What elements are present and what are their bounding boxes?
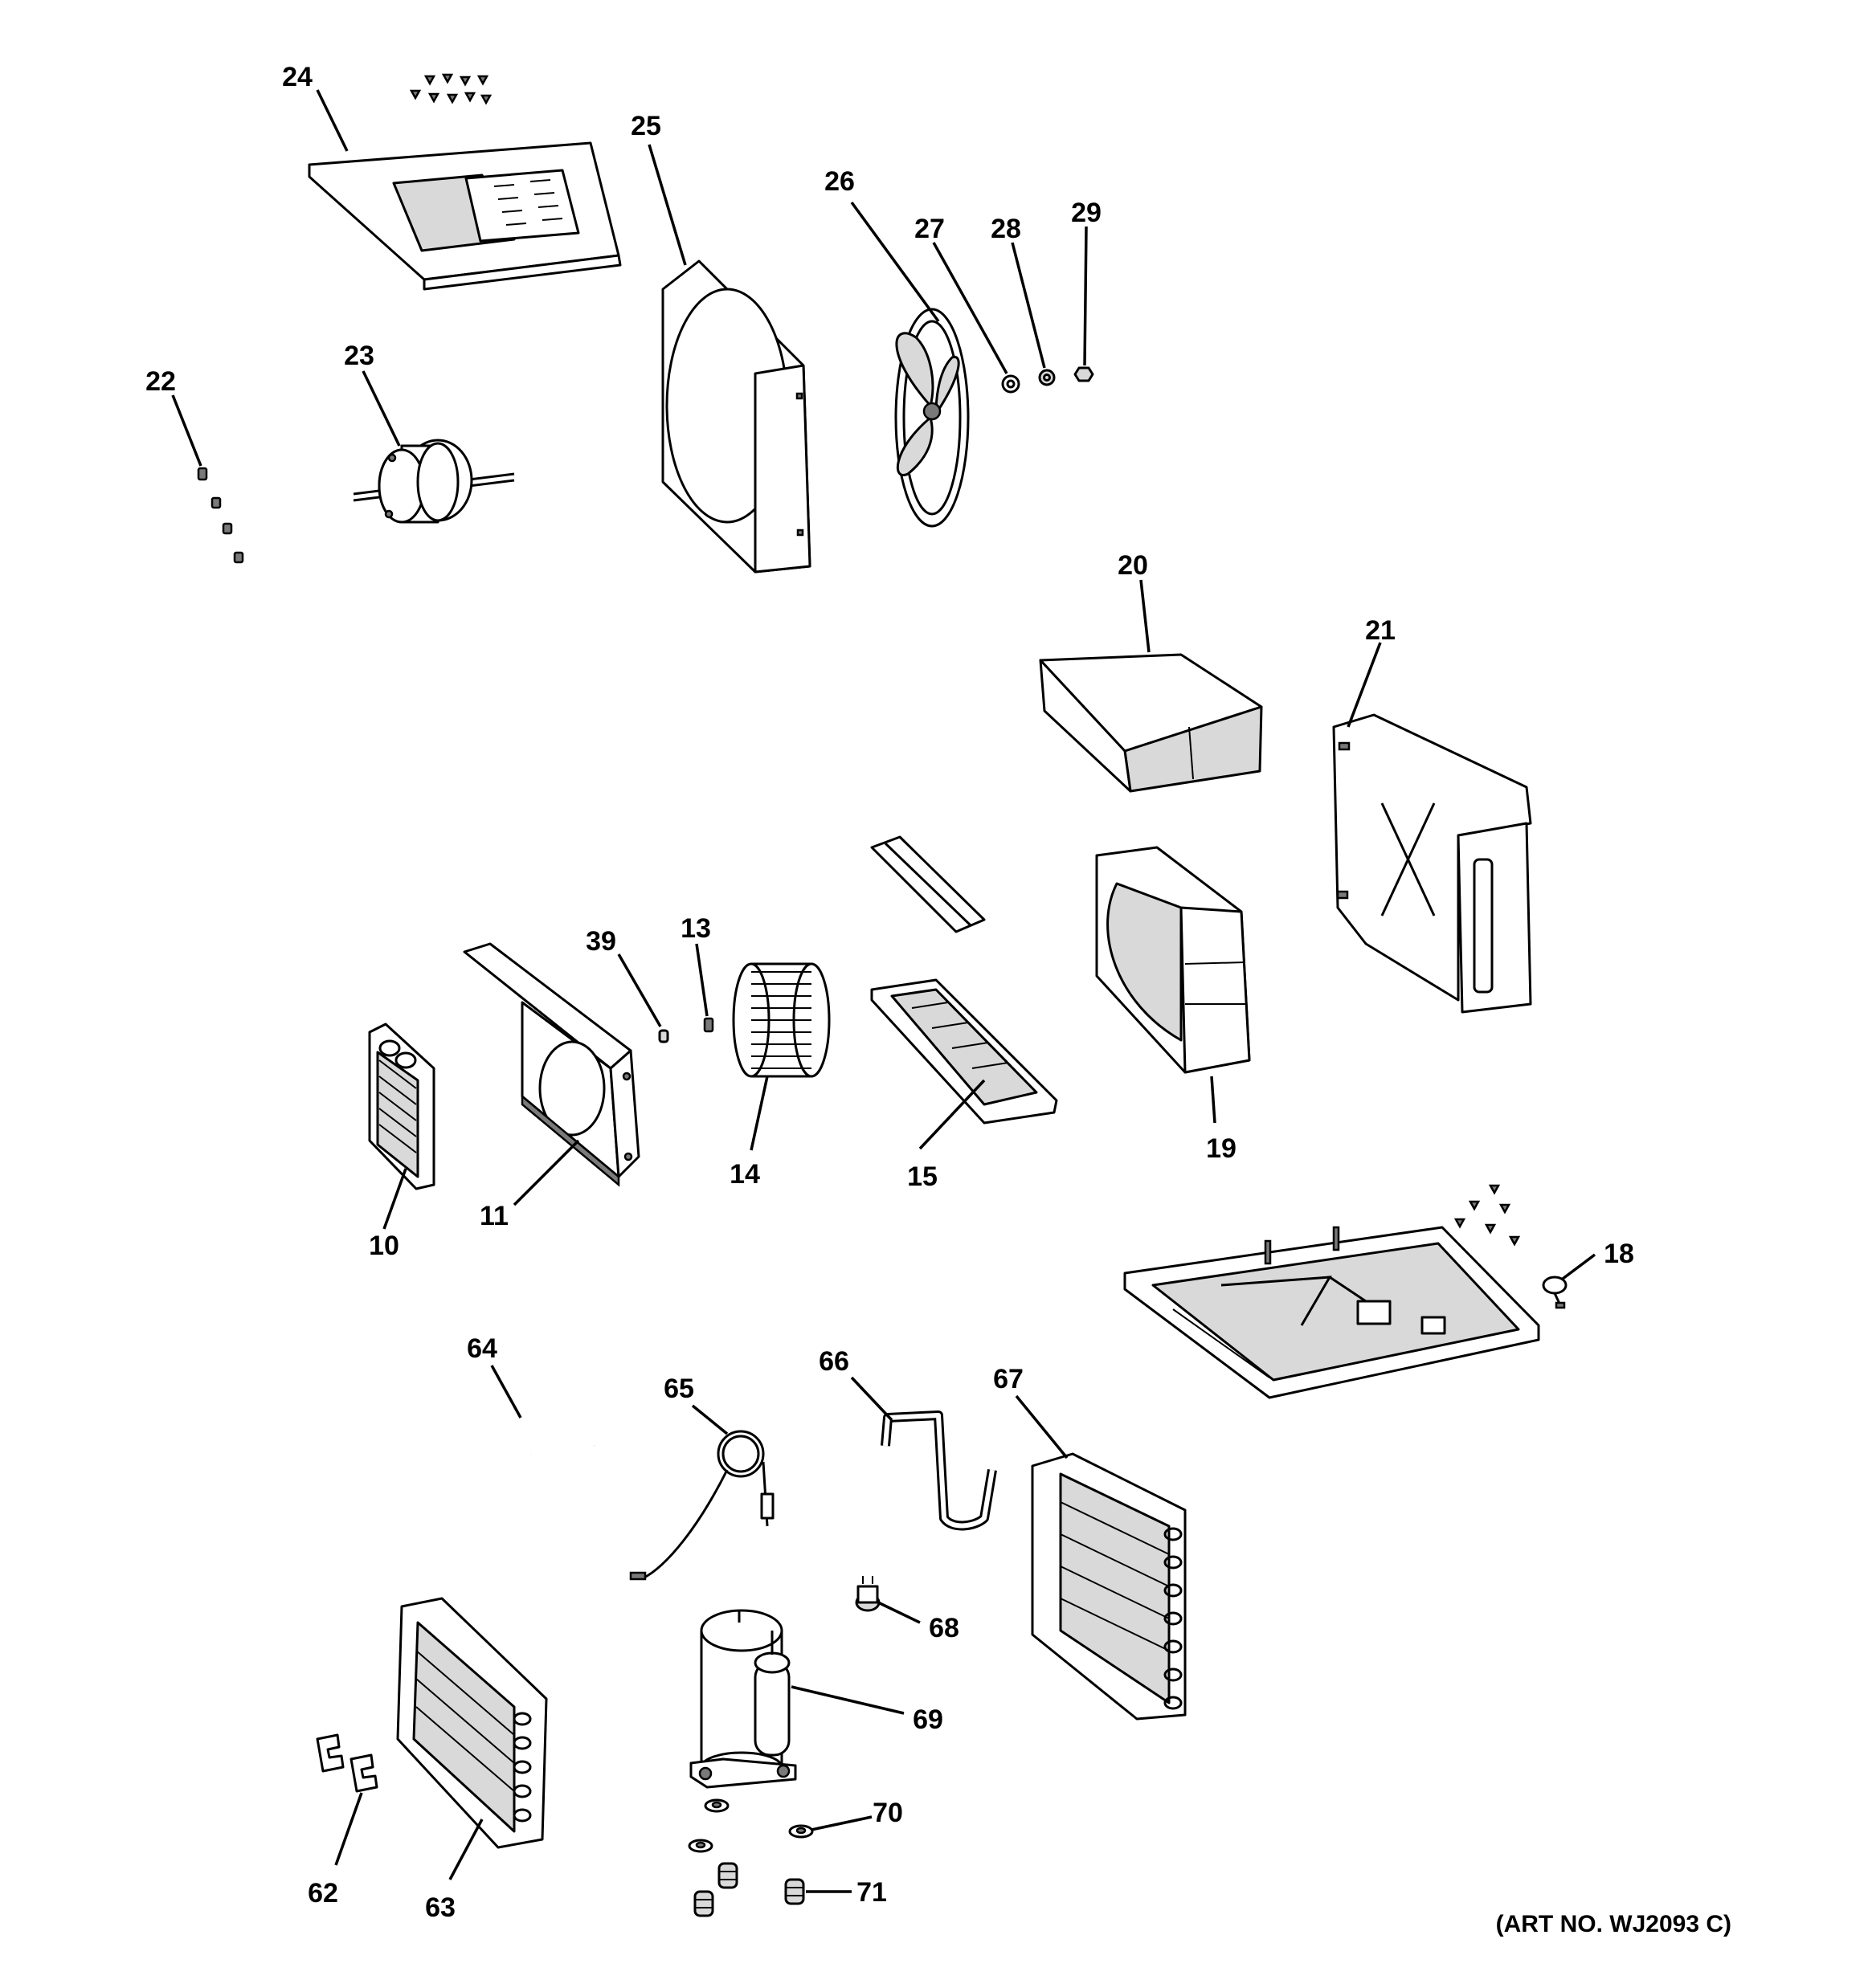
part-62-brackets[interactable]	[316, 1733, 378, 1793]
callout-18: 18	[1604, 1239, 1634, 1269]
part-68-overload[interactable]	[855, 1576, 881, 1612]
part-71-mounts[interactable]	[693, 1862, 805, 1917]
callout-22: 22	[145, 366, 176, 397]
part-39-clip[interactable]	[658, 1029, 669, 1043]
callout-20: 20	[1118, 550, 1148, 581]
callout-24: 24	[282, 62, 313, 92]
callout-69: 69	[913, 1704, 943, 1735]
callout-28: 28	[991, 214, 1021, 244]
callout-70: 70	[873, 1798, 903, 1828]
callout-23: 23	[344, 341, 374, 371]
part-20-partition-cover[interactable]	[1039, 653, 1263, 793]
part-14-blower-wheel[interactable]	[732, 962, 831, 1078]
callout-10: 10	[369, 1231, 399, 1261]
callout-29: 29	[1071, 198, 1102, 228]
callout-63: 63	[425, 1892, 456, 1923]
callout-15: 15	[907, 1161, 938, 1192]
callout-71: 71	[856, 1877, 887, 1908]
callout-11: 11	[480, 1201, 509, 1231]
callout-62: 62	[308, 1878, 338, 1908]
part-26-fan-blade[interactable]	[894, 308, 970, 528]
part-11-orifice-panel[interactable]	[463, 942, 640, 1187]
part-24-screws[interactable]	[409, 73, 493, 105]
callout-14: 14	[730, 1159, 760, 1190]
part-64-discharge-tube[interactable]	[496, 1419, 601, 1565]
part-23-fan-motor[interactable]	[353, 439, 515, 524]
part-65-capillary-tube[interactable]	[629, 1430, 775, 1581]
art-number: (ART NO. WJ2093 C)	[1496, 1911, 1731, 1937]
slide-rail-bracket[interactable]	[870, 835, 986, 933]
callout-67: 67	[993, 1364, 1024, 1394]
callout-19: 19	[1206, 1133, 1236, 1164]
part-22-screws[interactable]	[197, 467, 244, 564]
callout-27: 27	[914, 214, 945, 244]
part-29-nut[interactable]	[1073, 366, 1094, 382]
callout-65: 65	[664, 1374, 694, 1404]
part-28-washer[interactable]	[1038, 369, 1056, 386]
part-15-drain-pan[interactable]	[870, 978, 1058, 1125]
part-27-washer[interactable]	[1001, 374, 1020, 394]
callout-13: 13	[681, 913, 711, 944]
part-13-set-screw[interactable]	[703, 1017, 714, 1033]
part-66-suction-tube[interactable]	[881, 1410, 997, 1531]
callout-39: 39	[586, 926, 616, 957]
callout-68: 68	[929, 1613, 959, 1643]
part-67-condenser[interactable]	[1031, 1452, 1187, 1721]
part-69-compressor[interactable]	[689, 1609, 797, 1789]
part-10-evaporator[interactable]	[368, 1023, 435, 1190]
base-pan-screws[interactable]	[1453, 1184, 1521, 1247]
part-24-top-cover[interactable]	[308, 141, 622, 291]
base-pan[interactable]	[1123, 1226, 1540, 1399]
part-70-washers[interactable]	[688, 1798, 814, 1853]
callout-25: 25	[631, 111, 661, 141]
callout-64: 64	[467, 1333, 497, 1364]
part-21-bulkhead[interactable]	[1332, 713, 1532, 1014]
part-19-blower-housing[interactable]	[1095, 846, 1251, 1074]
callout-66: 66	[819, 1346, 849, 1377]
callout-26: 26	[824, 166, 855, 197]
part-63-coil[interactable]	[396, 1597, 548, 1849]
part-18-sensor[interactable]	[1542, 1276, 1568, 1309]
callout-21: 21	[1365, 615, 1396, 646]
part-25-fan-shroud[interactable]	[661, 259, 811, 574]
